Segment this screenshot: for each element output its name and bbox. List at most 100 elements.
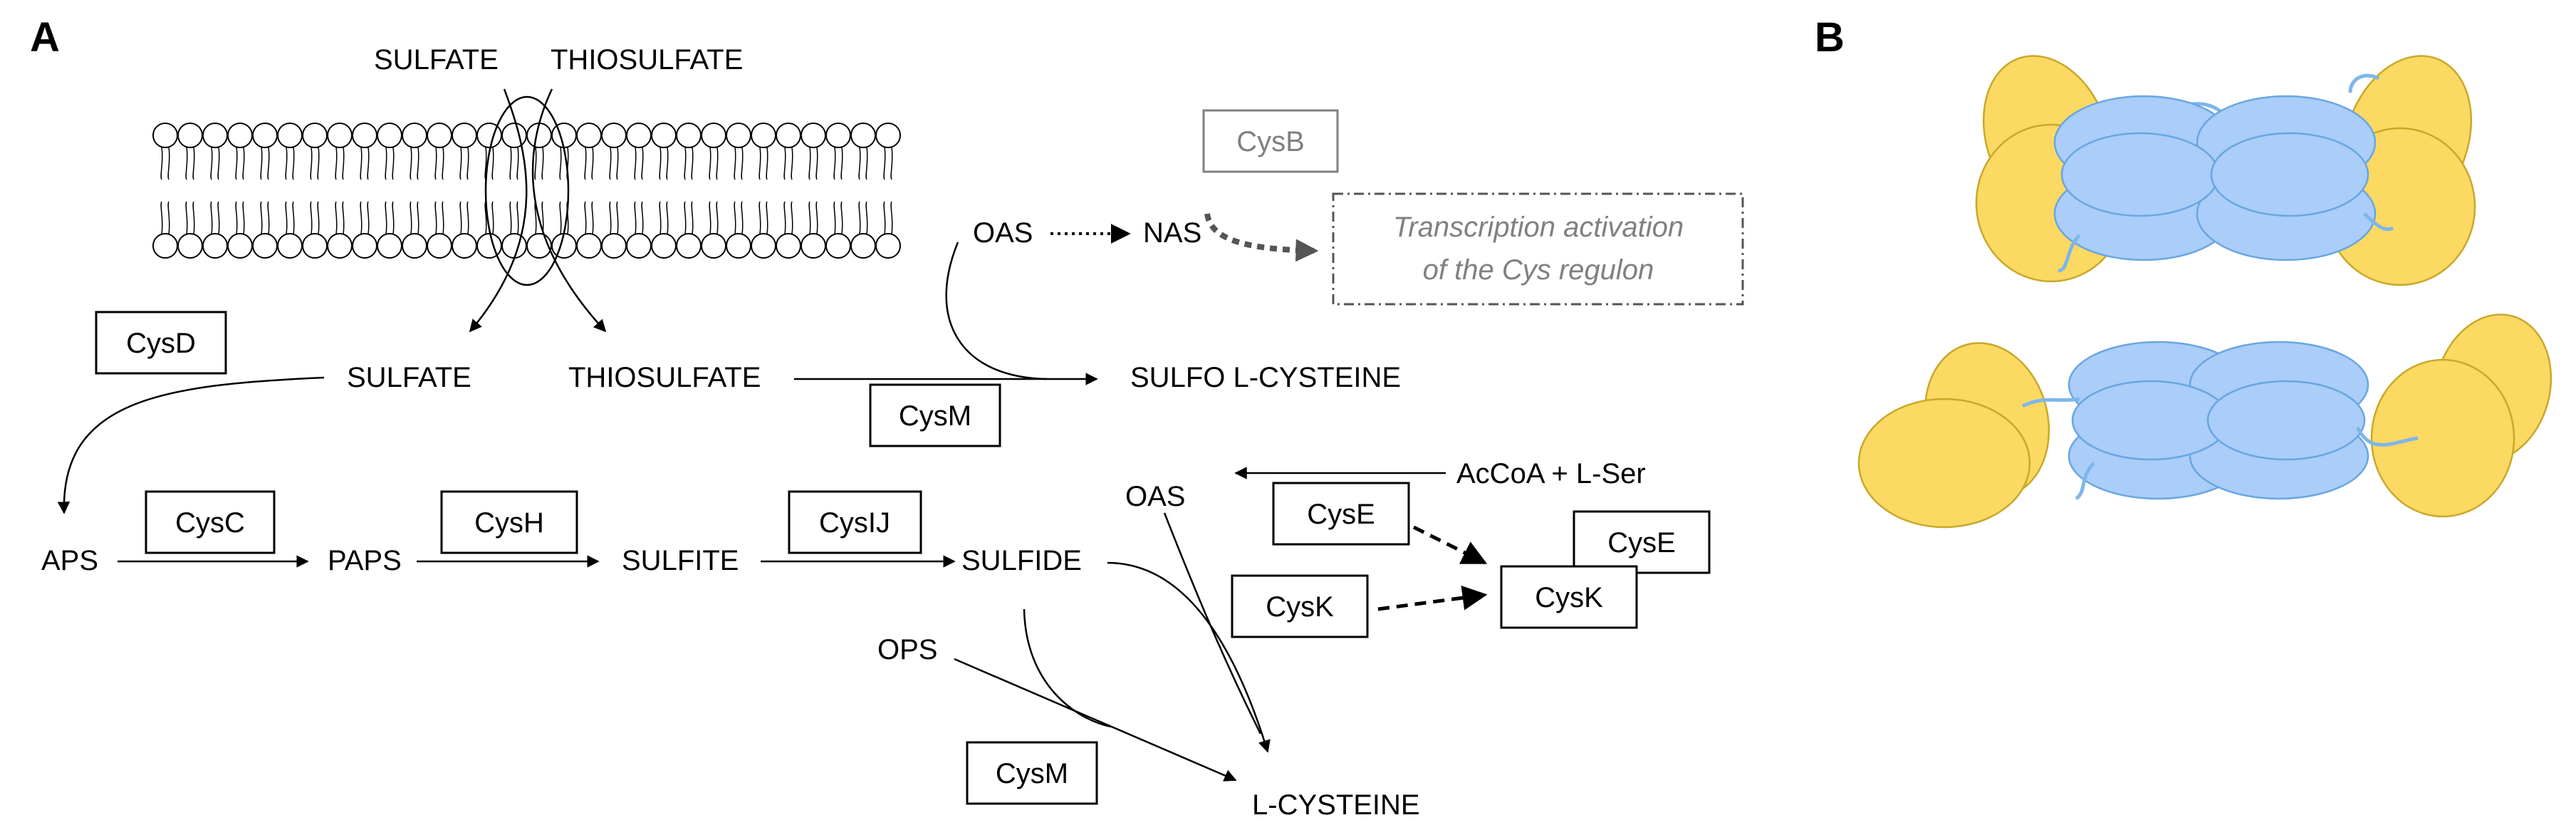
lipid-tail [858,147,861,180]
lipid-tail [616,147,619,180]
cysm-top-label: CysM [899,400,971,432]
lipid-head [327,123,353,148]
lipid-tail [815,201,818,234]
lipid-head [277,123,303,148]
sulfo-l-cysteine-label: SULFO L-CYSTEINE [1130,362,1401,393]
lipid-tail [709,201,711,234]
cysk-subunit-6 [2210,132,2369,217]
cysb-box [1202,109,1339,173]
arrow-nas-to-regulon [1204,213,1319,262]
lipid-tail [335,147,338,180]
cysk-subunit-b5 [2071,380,2231,461]
membrane-transporter [484,95,570,286]
lipid-tail [242,147,245,180]
lipid-head [252,233,278,259]
lipid-tail [210,147,213,180]
lipid-head [302,233,328,259]
ops-label: OPS [877,634,937,665]
lipid-head [551,233,577,259]
sulfate-outside-label: SULFATE [374,44,499,76]
lipid-head [801,233,826,259]
lipid-tail [509,147,512,180]
lipid-head [801,123,826,148]
aps-label: APS [41,545,98,576]
lipid-tail [840,147,843,180]
linker-bottom-left-2 [2075,462,2095,501]
lipid-tail [392,147,395,180]
linker-top-left-2 [2058,234,2081,273]
lipid-head [377,233,402,259]
lipid-tail [808,201,811,234]
lipid-tail [466,201,469,234]
cysd-box [95,311,227,375]
paps-label: PAPS [328,545,402,576]
lipid-tail [691,147,694,180]
thiosulfate-outside-label: THIOSULFATE [551,44,743,76]
lipid-tail [292,201,295,234]
lipid-tail [509,201,512,234]
linker-top-right-3 [2363,212,2394,232]
lipid-tail [491,201,494,234]
lipid-tail [516,147,519,180]
lipid-head [776,233,801,259]
lipid-tail [833,201,836,234]
lipid-head [850,123,876,148]
lipid-tail [766,201,768,234]
lipid-tail [410,201,412,234]
lipid-tail [267,147,270,180]
lipid-tail [591,201,594,234]
lipid-tail [758,201,761,234]
lipid-head [601,233,627,259]
sulfate-inside-label: SULFATE [347,362,471,393]
lipid-tail [342,147,345,180]
cysd-label: CysD [126,328,196,359]
cysm-top-box [869,383,1001,447]
lipid-tail [217,147,220,180]
lipid-tail [434,147,437,180]
lipid-tail [666,201,669,234]
lipid-head [626,233,652,259]
lipid-tail [167,147,170,180]
lipid-tail [217,201,220,234]
lipid-tail [160,147,163,180]
cyse-box [1272,482,1410,546]
cysk-subunit-5 [2060,132,2220,217]
arrow-cyse-to-complex [1412,525,1488,565]
complex-cyse-box [1573,510,1711,574]
lipid-head [377,123,402,148]
lipid-tail [310,147,313,180]
lipid-head [202,123,228,148]
lipid-head [850,233,876,259]
lipid-tail [285,201,288,234]
lipid-head [452,123,477,148]
lipid-tail [559,201,562,234]
lipid-tail [641,147,644,180]
lipid-tail [890,201,893,234]
lipid-tail [385,147,387,180]
lipid-head [202,233,228,259]
lipid-tail [734,201,736,234]
lipid-tail [616,201,619,234]
lipid-tail [815,147,818,180]
lipid-head [751,233,776,259]
lipid-head [651,233,677,259]
lipid-tail [865,201,868,234]
lipid-tail [235,201,238,234]
oas-top-label: OAS [973,217,1033,249]
lipid-head [427,123,452,148]
lipid-tail [534,147,537,180]
lipid-tail [666,147,669,180]
lipid-tail [516,201,519,234]
lipid-tail [858,201,861,234]
lipid-head [252,123,278,148]
panel-label-a: A [30,14,60,61]
arrow-cysk-to-complex [1377,585,1488,611]
lipid-head [152,233,178,259]
lipid-head [327,233,353,259]
lipid-tail [783,201,786,234]
regulon-text-line2: of the Cys regulon [1423,254,1654,286]
lipid-tail [459,201,462,234]
lipid-head [825,123,851,148]
lipid-tail [367,201,370,234]
lipid-head [402,123,427,148]
